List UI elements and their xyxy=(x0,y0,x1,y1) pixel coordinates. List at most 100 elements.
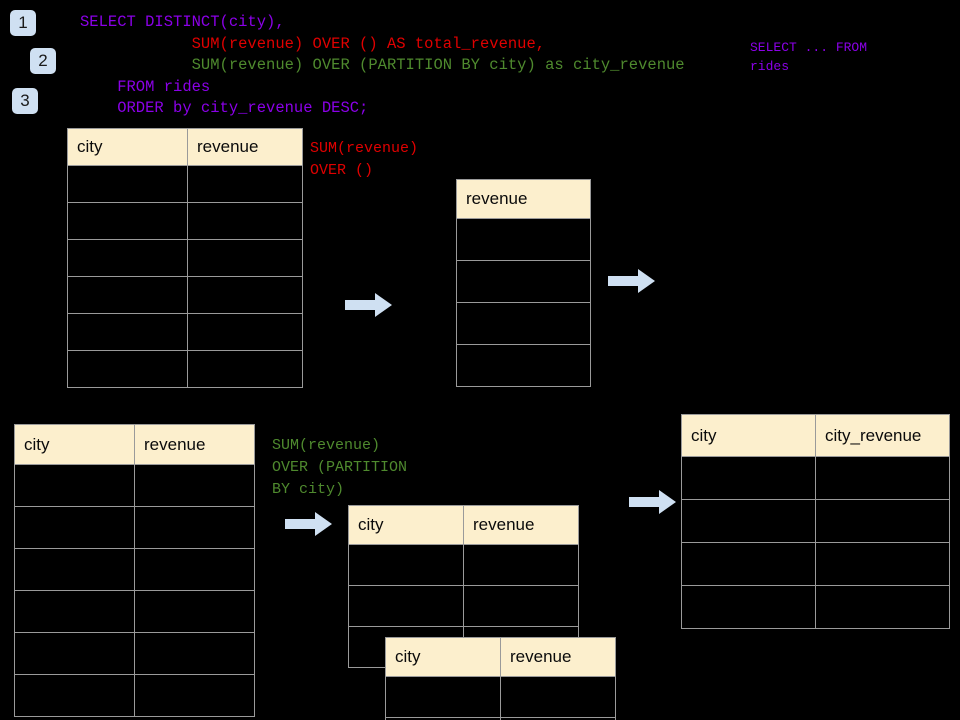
table-cell-empty xyxy=(134,464,255,507)
step-badge-1: 1 xyxy=(10,10,36,36)
table-cell-empty xyxy=(815,499,950,543)
table-cell-empty xyxy=(187,202,303,240)
table-cell-empty xyxy=(67,202,188,240)
column-header-revenue: revenue xyxy=(187,128,303,166)
sql-query-code: SELECT DISTINCT(city), SUM(revenue) OVER… xyxy=(80,12,685,120)
table-cell-empty xyxy=(134,506,255,549)
sql-line-5: ORDER by city_revenue DESC; xyxy=(80,99,369,117)
arrow-right-icon xyxy=(285,512,332,536)
arrow-partition-to-result xyxy=(629,489,677,515)
table-cell-empty xyxy=(187,276,303,314)
column-header-revenue: revenue xyxy=(134,424,255,465)
table-cell-empty xyxy=(815,585,950,629)
table-row xyxy=(348,544,579,586)
column-header-revenue: revenue xyxy=(456,179,591,219)
table-cell-empty xyxy=(681,542,816,586)
table-cell-empty xyxy=(14,548,135,591)
table-cell-empty xyxy=(385,676,501,718)
table-row xyxy=(67,165,303,203)
table-header-row: revenue xyxy=(456,179,591,219)
table-cell-empty xyxy=(14,674,135,717)
arrow-right-icon xyxy=(345,293,392,317)
table-cell-empty xyxy=(456,260,591,303)
table-row xyxy=(14,506,255,549)
table-cell-empty xyxy=(134,674,255,717)
table-row xyxy=(67,202,303,240)
step-badge-3: 3 xyxy=(12,88,38,114)
table-row xyxy=(348,585,579,627)
arrow-source-to-partition xyxy=(285,511,333,537)
table-row xyxy=(14,674,255,717)
table-cell-empty xyxy=(14,464,135,507)
table-row xyxy=(67,239,303,277)
column-header-city_revenue: city_revenue xyxy=(815,414,950,457)
table-cell-empty xyxy=(67,239,188,277)
table-cell-empty xyxy=(463,544,579,586)
table-row xyxy=(67,276,303,314)
table-row xyxy=(681,456,950,500)
sql-line-2: SUM(revenue) OVER () AS total_revenue, xyxy=(80,34,546,53)
arrow-source-to-total xyxy=(345,292,393,318)
table-cell-empty xyxy=(134,632,255,675)
sql-line-4: FROM rides xyxy=(80,77,211,96)
table-cell-empty xyxy=(134,590,255,633)
table-cell-empty xyxy=(14,590,135,633)
table-row xyxy=(14,590,255,633)
table-cell-empty xyxy=(187,239,303,277)
sum-over-empty: SUM(revenue) OVER () xyxy=(310,140,419,179)
table-row xyxy=(385,717,616,720)
table-row xyxy=(456,218,591,261)
total-revenue-table: revenue xyxy=(456,179,591,387)
table-cell-empty xyxy=(67,313,188,351)
table-row xyxy=(14,632,255,675)
table-cell-empty xyxy=(463,585,579,627)
table-row xyxy=(67,313,303,351)
table-row xyxy=(456,344,591,387)
table-cell-empty xyxy=(456,302,591,345)
sum-over-partition: SUM(revenue) OVER (PARTITION BY city) xyxy=(272,437,408,498)
table-row xyxy=(385,676,616,718)
table-cell-empty xyxy=(456,344,591,387)
column-header-revenue: revenue xyxy=(463,505,579,545)
table-cell-empty xyxy=(815,542,950,586)
table-cell-empty xyxy=(187,165,303,203)
table-row xyxy=(14,548,255,591)
arrow-total-to-result xyxy=(608,268,656,294)
table-cell-empty xyxy=(187,313,303,351)
table-cell-empty xyxy=(500,676,616,718)
table-row xyxy=(67,350,303,388)
column-header-city: city xyxy=(67,128,188,166)
column-header-revenue: revenue xyxy=(500,637,616,677)
sql-line-3: SUM(revenue) OVER (PARTITION BY city) as… xyxy=(80,56,685,74)
column-header-city: city xyxy=(681,414,816,457)
table-cell-empty xyxy=(681,585,816,629)
arrow-right-icon xyxy=(629,490,676,514)
table-cell-empty xyxy=(456,218,591,261)
side-note-select-from-rides: SELECT ... FROM rides xyxy=(750,40,868,74)
table-cell-empty xyxy=(14,632,135,675)
sql-line-1: SELECT DISTINCT(city), xyxy=(80,13,285,31)
table-cell-empty xyxy=(67,350,188,388)
table-cell-empty xyxy=(681,456,816,500)
table-row xyxy=(681,585,950,629)
table-cell-empty xyxy=(681,499,816,543)
table-cell-empty xyxy=(67,165,188,203)
column-header-city: city xyxy=(348,505,464,545)
column-header-city: city xyxy=(14,424,135,465)
table-row xyxy=(456,302,591,345)
step-badge-2: 2 xyxy=(30,48,56,74)
table-cell-empty xyxy=(348,544,464,586)
table-cell-empty xyxy=(67,276,188,314)
table-row xyxy=(456,260,591,303)
table-cell-empty xyxy=(14,506,135,549)
